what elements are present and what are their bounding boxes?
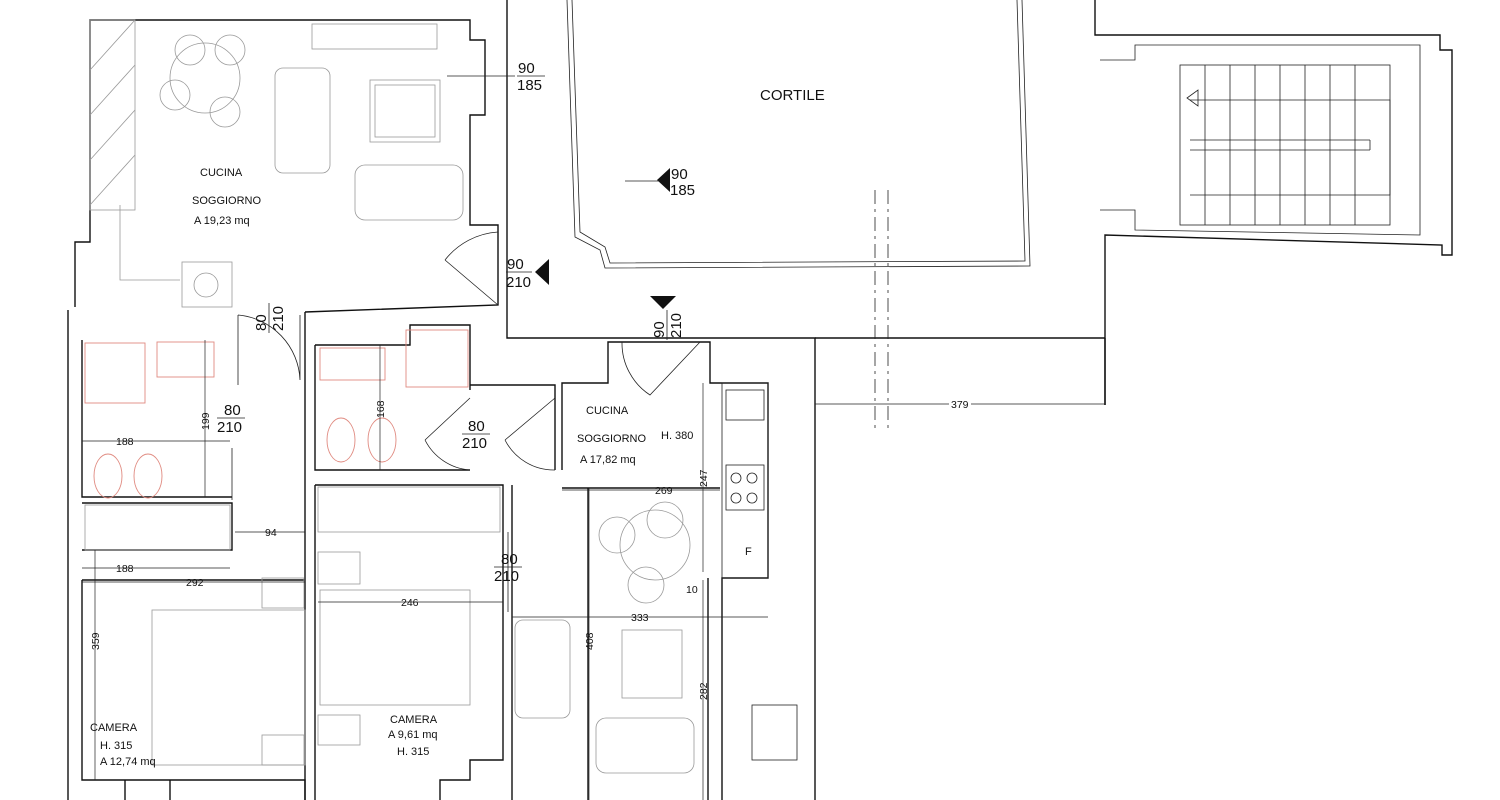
svg-text:210: 210 — [462, 435, 487, 452]
walls — [67, 0, 1453, 800]
svg-text:247: 247 — [698, 469, 710, 487]
svg-text:185: 185 — [670, 182, 695, 199]
room-area: A 19,23 mq — [194, 215, 250, 227]
svg-text:80: 80 — [224, 402, 241, 419]
svg-text:185: 185 — [517, 77, 542, 94]
fridge-label: F — [745, 546, 752, 558]
svg-text:210: 210 — [494, 568, 519, 585]
room-area: A 12,74 mq — [100, 756, 156, 768]
svg-text:10: 10 — [686, 584, 698, 596]
svg-text:333: 333 — [631, 612, 649, 624]
svg-text:210: 210 — [217, 419, 242, 436]
svg-text:292: 292 — [186, 577, 204, 589]
room-area: A 17,82 mq — [580, 454, 636, 466]
svg-text:246: 246 — [401, 597, 419, 609]
room-name: CAMERA — [390, 714, 438, 726]
svg-text:199: 199 — [200, 412, 212, 430]
room-name: SOGGIORNO — [192, 195, 262, 207]
svg-text:379: 379 — [951, 399, 969, 411]
furniture — [84, 19, 798, 774]
svg-text:210: 210 — [506, 274, 531, 291]
section-marker-icon — [650, 296, 676, 309]
dimension-label: 199 188 168 269 247 94 188 292 246 10 33… — [90, 398, 971, 700]
svg-text:210: 210 — [270, 306, 287, 331]
svg-text:90: 90 — [518, 60, 535, 77]
svg-text:90: 90 — [651, 321, 668, 338]
svg-text:90: 90 — [507, 256, 524, 273]
room-height: H. 315 — [397, 746, 429, 758]
svg-text:168: 168 — [375, 400, 387, 418]
svg-text:269: 269 — [655, 485, 673, 497]
room-name: CAMERA — [90, 722, 138, 734]
svg-text:94: 94 — [265, 527, 277, 539]
svg-text:282: 282 — [698, 682, 710, 700]
svg-text:188: 188 — [116, 436, 134, 448]
room-name: CORTILE — [760, 87, 825, 104]
svg-text:90: 90 — [671, 166, 688, 183]
room-name: CUCINA — [200, 167, 243, 179]
svg-text:80: 80 — [501, 551, 518, 568]
room-area: A 9,61 mq — [388, 729, 438, 741]
section-marker-icon — [657, 168, 670, 192]
svg-text:80: 80 — [253, 314, 270, 331]
svg-text:80: 80 — [468, 418, 485, 435]
svg-text:210: 210 — [668, 313, 685, 338]
room-name: CUCINA — [586, 405, 629, 417]
room-height: H. 380 — [661, 430, 693, 442]
doors — [231, 231, 701, 612]
svg-text:408: 408 — [584, 632, 596, 650]
dimension-lines — [82, 340, 1105, 800]
svg-text:359: 359 — [90, 632, 102, 650]
svg-text:188: 188 — [116, 563, 134, 575]
room-name: SOGGIORNO — [577, 433, 647, 445]
section-marker-icon — [535, 259, 549, 285]
room-height: H. 315 — [100, 740, 132, 752]
